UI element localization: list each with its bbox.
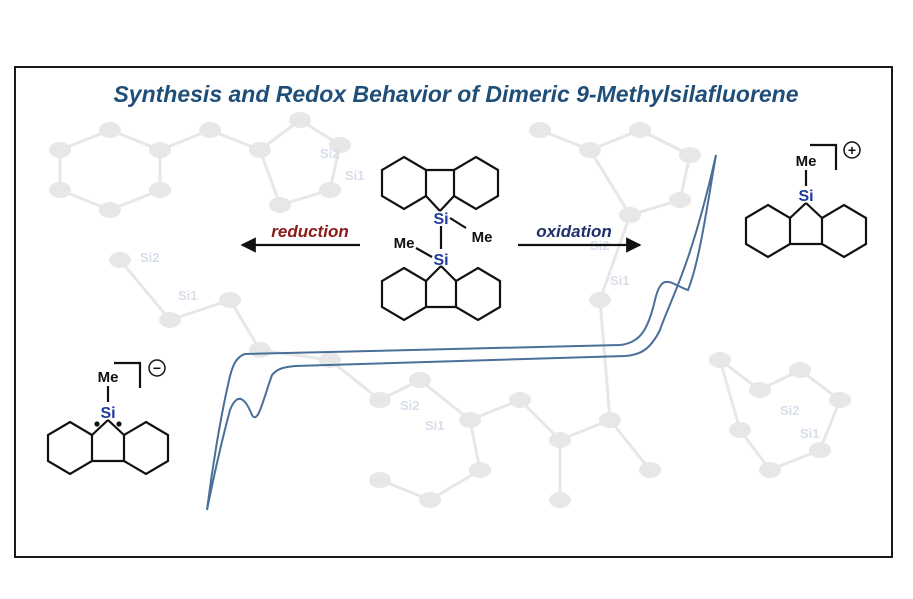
dimer-top-right-ring bbox=[452, 155, 500, 211]
watermark-atom bbox=[729, 422, 751, 438]
anion-charge-circle bbox=[148, 359, 166, 377]
watermark-si-label: Si1 bbox=[178, 288, 198, 303]
watermark-atom bbox=[219, 292, 241, 308]
watermark-bond bbox=[718, 359, 742, 431]
watermark-si-label: Si2 bbox=[140, 250, 160, 265]
watermark-bond bbox=[468, 419, 482, 471]
watermark-atom bbox=[669, 192, 691, 208]
anion-si: Si bbox=[100, 405, 115, 422]
watermark-atom bbox=[419, 492, 441, 508]
watermark-atom bbox=[679, 147, 701, 163]
watermark-atom bbox=[579, 142, 601, 158]
watermark-si-label: Si1 bbox=[610, 273, 630, 288]
dimer-structure bbox=[380, 155, 502, 322]
watermark-atom bbox=[109, 252, 131, 268]
cv-trace-upper bbox=[206, 154, 717, 511]
watermark-atom bbox=[459, 412, 481, 428]
watermark-atom bbox=[99, 122, 121, 138]
reduction-label: reduction bbox=[271, 222, 348, 241]
watermark-atom bbox=[589, 292, 611, 308]
cation-charge: + bbox=[848, 142, 856, 158]
anion-radical-icon bbox=[46, 361, 170, 476]
watermark-bond bbox=[818, 399, 842, 451]
watermark-si-label: Si1 bbox=[800, 426, 820, 441]
lone-pair-dot-left bbox=[94, 421, 100, 427]
watermark-atom bbox=[159, 312, 181, 328]
watermark-atom bbox=[199, 122, 221, 138]
watermark-atom bbox=[149, 142, 171, 158]
watermark-atom bbox=[149, 182, 171, 198]
cation-icon bbox=[744, 143, 868, 259]
watermark-bond bbox=[329, 358, 381, 402]
dimer-me-left: Me bbox=[394, 235, 415, 252]
cv-trace-lower bbox=[206, 154, 717, 511]
watermark-atom bbox=[369, 392, 391, 408]
watermark-si-label: Si2 bbox=[320, 146, 340, 161]
watermark-atom bbox=[249, 142, 271, 158]
watermark-atom bbox=[759, 462, 781, 478]
watermark-atom bbox=[549, 432, 571, 448]
dimer-bottom-left-ring bbox=[380, 266, 428, 322]
watermark-atom bbox=[709, 352, 731, 368]
dimer-me-right: Me bbox=[472, 229, 493, 246]
cation-charge-circle bbox=[843, 141, 861, 159]
watermark-atom bbox=[549, 492, 571, 508]
watermark-atom bbox=[369, 472, 391, 488]
cation-si: Si bbox=[798, 188, 813, 205]
watermark-atom bbox=[619, 207, 641, 223]
watermark-bond bbox=[258, 149, 282, 206]
anion-charge: − bbox=[153, 360, 161, 376]
watermark-atom bbox=[249, 342, 271, 358]
lone-pair-dot-right bbox=[116, 421, 122, 427]
oxidation-label: oxidation bbox=[536, 222, 612, 241]
cation-me: Me bbox=[796, 153, 817, 170]
watermark-atom bbox=[329, 137, 351, 153]
watermark-bond bbox=[169, 298, 231, 322]
title: Synthesis and Redox Behavior of Dimeric … bbox=[113, 81, 798, 107]
watermark-atom bbox=[409, 372, 431, 388]
watermark-atom bbox=[99, 202, 121, 218]
watermark-si-label: Si1 bbox=[425, 418, 445, 433]
watermark-bond bbox=[608, 419, 652, 471]
watermark-bond bbox=[598, 214, 632, 301]
dimer-si-bottom: Si bbox=[433, 252, 448, 269]
dimer-top-left-ring bbox=[380, 155, 428, 211]
watermark-atom bbox=[829, 392, 851, 408]
watermark-atom bbox=[289, 112, 311, 128]
watermark-bond bbox=[588, 149, 632, 216]
watermark-bond bbox=[118, 259, 172, 321]
frame-border bbox=[14, 66, 893, 558]
watermark-atom bbox=[639, 462, 661, 478]
watermark-bond bbox=[419, 378, 471, 422]
watermark-bond bbox=[518, 398, 562, 442]
watermark-bond bbox=[228, 299, 262, 351]
watermark-atom bbox=[49, 142, 71, 158]
dimer-bottom-right-ring bbox=[454, 266, 502, 322]
watermark-bond bbox=[259, 348, 331, 362]
watermark-atom bbox=[319, 182, 341, 198]
watermark-atom bbox=[529, 122, 551, 138]
anion-me: Me bbox=[98, 369, 119, 386]
watermark-si-label: Si2 bbox=[400, 398, 420, 413]
watermark-atom bbox=[809, 442, 831, 458]
dimer-si-top: Si bbox=[433, 211, 448, 228]
watermark-bond bbox=[598, 299, 612, 421]
watermark-atom bbox=[509, 392, 531, 408]
watermark-atom bbox=[599, 412, 621, 428]
watermark-atom bbox=[49, 182, 71, 198]
watermark-atom bbox=[749, 382, 771, 398]
cyclic-voltammogram bbox=[206, 154, 717, 511]
watermark-si-label: Si1 bbox=[345, 168, 365, 183]
watermark-atom bbox=[269, 197, 291, 213]
watermark-atom bbox=[629, 122, 651, 138]
watermark-atom bbox=[469, 462, 491, 478]
watermark-si-label: Si2 bbox=[780, 403, 800, 418]
watermark-atom bbox=[789, 362, 811, 378]
